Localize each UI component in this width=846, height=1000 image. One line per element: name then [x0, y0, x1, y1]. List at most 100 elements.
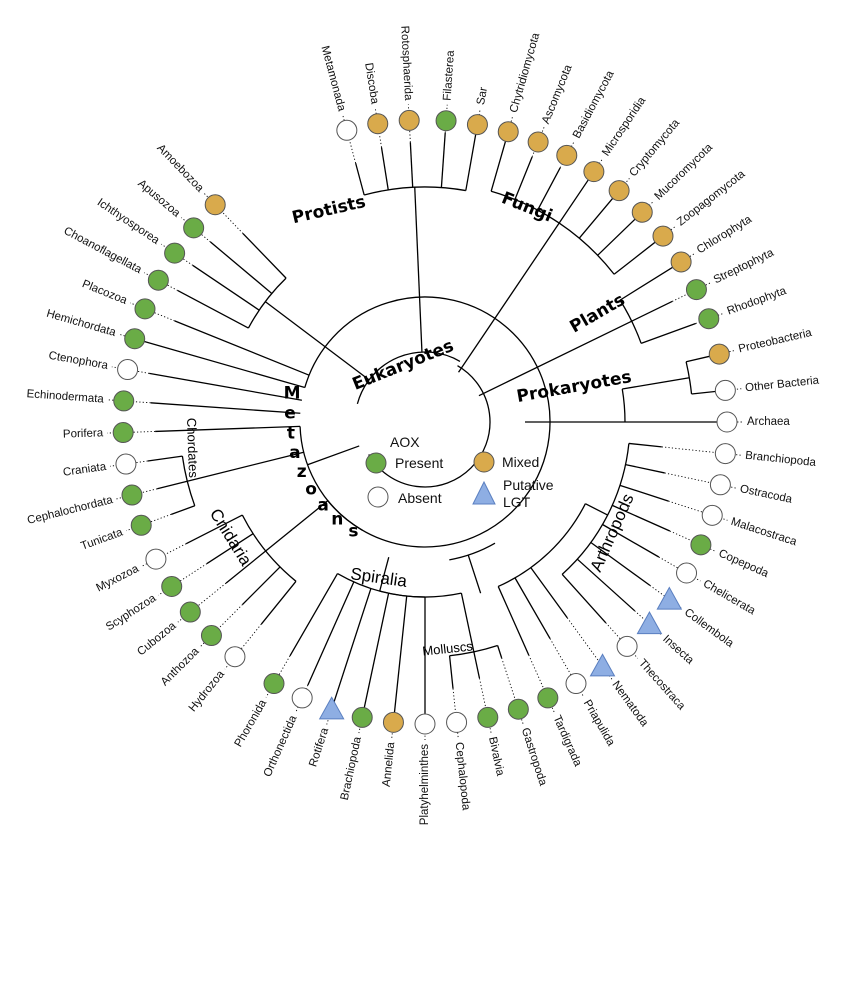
branch [514, 577, 551, 639]
present-circle-marker [130, 514, 152, 536]
branch [576, 558, 636, 612]
branch [597, 214, 640, 256]
branch [147, 455, 183, 462]
taxon-label: Discoba [362, 62, 380, 106]
absent-circle-marker [224, 646, 246, 668]
branch-arc [327, 500, 363, 531]
absent-circle-marker [115, 453, 137, 475]
present-circle-marker [690, 534, 712, 556]
branch [242, 566, 281, 605]
legend-mixed-label: Mixed [502, 454, 539, 470]
group-labels: Eukaryotes Prokaryotes Protists Fungi Pl… [290, 188, 633, 407]
taxon-label: Hydrozoa [187, 668, 228, 714]
taxon-label: Placozoa [80, 278, 129, 307]
taxon-label: Priapulida [581, 698, 617, 749]
branch-arc [449, 542, 496, 561]
taxon-label: Porifera [63, 427, 104, 440]
taxon-label: Archaea [747, 416, 790, 428]
present-circle-marker [537, 687, 559, 709]
legend-lgt-swatch [472, 480, 496, 505]
taxon-label: Cephalochordata [26, 494, 114, 527]
taxon-label: Cephalopoda [453, 742, 472, 812]
leader-line [549, 638, 585, 698]
group-label-protists: Protists [290, 192, 367, 228]
present-circle-marker [121, 484, 143, 506]
legend-title: AOX [390, 434, 420, 450]
taxon-label: Rhodophyta [726, 285, 789, 318]
taxon-label: Orthonectida [262, 713, 300, 779]
leader-line [566, 617, 613, 680]
present-circle-marker [263, 673, 285, 695]
present-circle-marker [698, 308, 720, 330]
mixed-circle-marker [497, 121, 519, 143]
taxon-label: Myxozoa [94, 563, 141, 595]
present-circle-marker [134, 298, 156, 320]
present-circle-marker [685, 279, 707, 301]
present-circle-marker [179, 601, 201, 623]
taxon-label: Rotosphaerida [398, 25, 414, 101]
branch [448, 655, 454, 689]
branch [307, 581, 355, 686]
branch [264, 301, 370, 381]
present-circle-marker [124, 328, 146, 350]
legend-mixed-swatch [473, 451, 495, 473]
branch [561, 573, 607, 624]
lgt-triangle-marker [318, 696, 345, 720]
mixed-circle-marker [367, 113, 389, 135]
taxon-label: Nematoda [609, 679, 650, 729]
taxon-label: Apusozoa [135, 178, 182, 220]
taxon-label: Mucoromycota [652, 141, 715, 202]
branch [409, 142, 414, 188]
leader-line [528, 654, 555, 713]
group-label-spiralia: Spiralia [349, 564, 408, 591]
absent-circle-marker [117, 359, 139, 381]
mixed-circle-marker [556, 144, 578, 166]
taxon-label: Tardigrada [550, 714, 583, 769]
group-label-arthropods: Arthropods [586, 491, 637, 575]
taxon-label: Craniata [62, 461, 107, 479]
taxon-label: Ostracoda [739, 483, 794, 506]
branch-arc [379, 590, 462, 598]
present-circle-marker [164, 242, 186, 264]
aox-markers [112, 109, 738, 735]
branch [458, 222, 560, 373]
present-circle-marker [507, 698, 529, 720]
taxon-label: Choanoflagellata [62, 225, 144, 276]
leader-line [295, 684, 309, 713]
branch [174, 320, 310, 376]
branch-arc [685, 361, 693, 395]
branch [171, 505, 195, 515]
present-circle-marker [200, 625, 222, 647]
lgt-triangle-marker [636, 611, 663, 635]
mixed-circle-marker [527, 131, 549, 153]
branch [206, 533, 254, 565]
taxon-label: Cryptomycota [627, 117, 682, 180]
taxon-label: Sar [475, 86, 490, 106]
branch [467, 554, 482, 594]
group-label-prokaryotes: Prokaryotes [515, 367, 633, 407]
branch [361, 593, 390, 716]
taxon-label: Ctenophora [48, 350, 110, 372]
legend-absent-swatch [367, 486, 389, 508]
absent-circle-marker [714, 379, 736, 401]
branch [355, 162, 365, 196]
branch [380, 147, 389, 190]
branch [144, 340, 306, 389]
legend: AOX Present Mixed Absent Putative LGT [365, 434, 554, 510]
branch [585, 503, 608, 516]
absent-circle-marker [291, 687, 313, 709]
branch [631, 300, 673, 322]
absent-circle-marker [676, 562, 698, 584]
absent-circle-marker [716, 411, 738, 433]
branch [393, 595, 408, 717]
branch [460, 593, 475, 652]
taxon-label: Microsporidia [600, 95, 649, 159]
branch [225, 550, 267, 584]
taxon-label: Brachiopoda [339, 735, 364, 801]
present-circle-marker [351, 706, 373, 728]
taxon-label: Chlorophyta [695, 213, 754, 256]
group-label-molluscs: Molluscs [422, 638, 474, 658]
